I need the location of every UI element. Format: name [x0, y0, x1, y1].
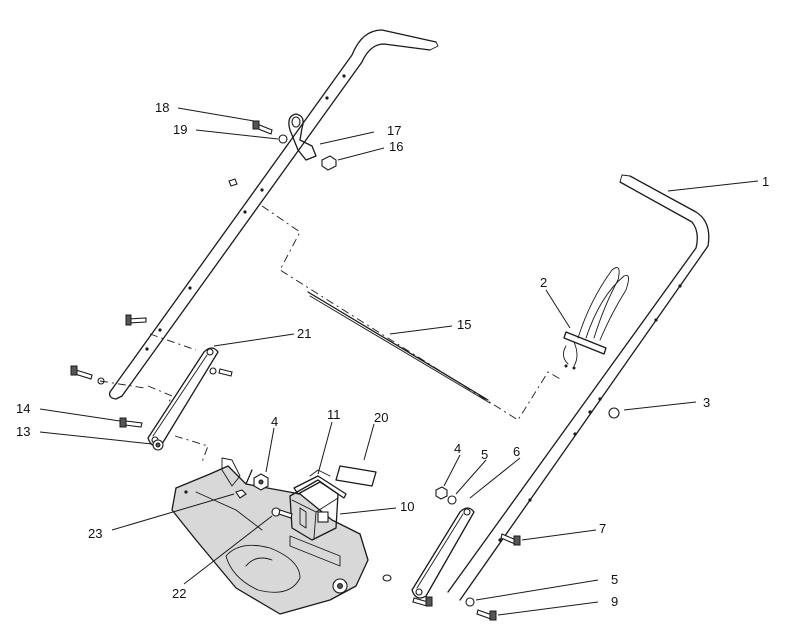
- callout-15: 15: [457, 317, 471, 332]
- nut-4-left: [253, 473, 269, 491]
- callout-6: 6: [513, 444, 520, 459]
- mower-deck: [171, 457, 369, 615]
- upper-handle: [108, 29, 439, 400]
- callout-5-top: 5: [481, 447, 488, 462]
- callout-17: 17: [387, 123, 401, 138]
- bolt-9: [476, 609, 497, 621]
- callout-7: 7: [599, 521, 606, 536]
- nut-upper: [228, 178, 238, 187]
- callout-3: 3: [703, 395, 710, 410]
- decal-20: [335, 465, 377, 487]
- cable-clip: [288, 113, 317, 161]
- callout-11: 11: [327, 407, 341, 422]
- callout-10: 10: [400, 499, 414, 514]
- callout-13: 13: [16, 424, 30, 439]
- bolt-7: [500, 533, 521, 546]
- leader-lines: [39, 107, 759, 616]
- link-21: [147, 347, 219, 447]
- callout-9: 9: [611, 594, 618, 609]
- cover-11: [293, 469, 347, 499]
- callout-5-bottom: 5: [611, 572, 618, 587]
- plug-3: [608, 407, 620, 419]
- control-cable-15: [307, 291, 491, 404]
- callout-2: 2: [540, 275, 547, 290]
- callout-21: 21: [297, 326, 311, 341]
- callout-22: 22: [172, 586, 186, 601]
- callout-1: 1: [762, 174, 769, 189]
- washer-19: [278, 134, 288, 144]
- nut-4-right: [435, 486, 448, 500]
- nut-16: [321, 155, 337, 171]
- lower-handle: [447, 174, 710, 601]
- link-6: [411, 507, 475, 599]
- callout-16: 16: [389, 139, 403, 154]
- bolt-lower-right: [382, 574, 433, 607]
- callout-19: 19: [173, 122, 187, 137]
- nut-13: [152, 439, 164, 451]
- callout-20: 20: [374, 410, 388, 425]
- alignment-lines: [99, 205, 563, 463]
- callout-4-right: 4: [454, 441, 461, 456]
- wire-harness-2: [563, 267, 629, 370]
- washer-5-top: [447, 495, 457, 505]
- bolt-18: [252, 120, 273, 135]
- bolt-14: [119, 417, 143, 428]
- callout-14: 14: [16, 401, 30, 416]
- screw-22: [271, 507, 293, 519]
- switch-10: [289, 479, 339, 541]
- bolt-upper-left: [125, 314, 147, 326]
- bolt-21-right: [209, 367, 233, 377]
- bolt-left-lower: [70, 365, 105, 385]
- callout-18: 18: [155, 100, 169, 115]
- callout-4-left: 4: [271, 414, 278, 429]
- callout-labels: 1 2 3 4 4 5 5 6 7 9 10 11 13 14 15 16 17…: [16, 100, 769, 609]
- callout-23: 23: [88, 526, 102, 541]
- washer-5-bottom: [465, 597, 475, 607]
